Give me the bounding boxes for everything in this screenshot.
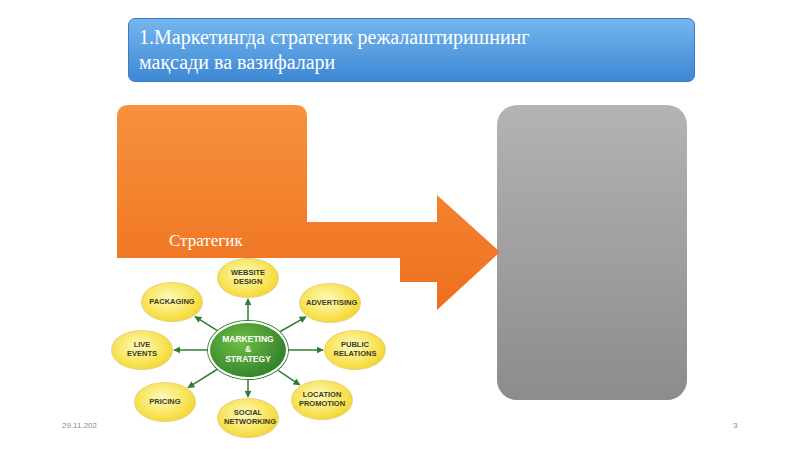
topic-label: LIVE EVENTS [118,341,166,358]
arrow-connector [278,370,300,385]
topic-circle: LOCATION PROMOTION [291,380,353,420]
gray-panel [497,105,687,400]
topic-circle: PUBLIC RELATIONS [324,330,386,370]
topic-circle: SOCIAL NETWORKING [217,398,279,438]
hub-circle: MARKETING & STRATEGY [208,321,288,379]
topic-label: PRICING [149,398,180,407]
orange-arrow-fill [117,105,500,310]
topic-circle: WEBSITE DESIGN [217,258,279,298]
arrow-connector [188,369,217,387]
arrow-connector [247,380,249,397]
topic-label: PACKAGING [149,298,194,307]
date-footer: 29.11.202 [62,421,97,430]
orange-arrow-shape: Стратегик [117,105,500,310]
topic-label: SOCIAL NETWORKING [224,409,272,426]
page-number: 3 [733,421,737,430]
topic-circle: ADVERTISING [299,283,361,323]
orange-arrow-outline [117,105,500,310]
arrow-connector [289,349,323,351]
arrow-connector [247,299,249,320]
title-text: 1.Маркетингда стратегик режалаштиришнинг… [139,25,569,75]
topic-label: WEBSITE DESIGN [224,269,272,286]
topic-label: ADVERTISING [306,299,354,308]
arrow-connector [280,317,306,332]
shape-label: Стратегик [169,231,243,251]
hub-label: MARKETING & STRATEGY [221,335,275,364]
title-banner: 1.Маркетингда стратегик режалаштиришнинг… [128,18,695,82]
arrow-connector [195,317,217,331]
topic-circle: PACKAGING [141,282,203,322]
topic-label: LOCATION PROMOTION [298,391,346,408]
topic-circle: PRICING [134,382,196,422]
arrow-connector [174,349,207,351]
topic-circle: LIVE EVENTS [111,330,173,370]
topic-label: PUBLIC RELATIONS [331,341,379,358]
